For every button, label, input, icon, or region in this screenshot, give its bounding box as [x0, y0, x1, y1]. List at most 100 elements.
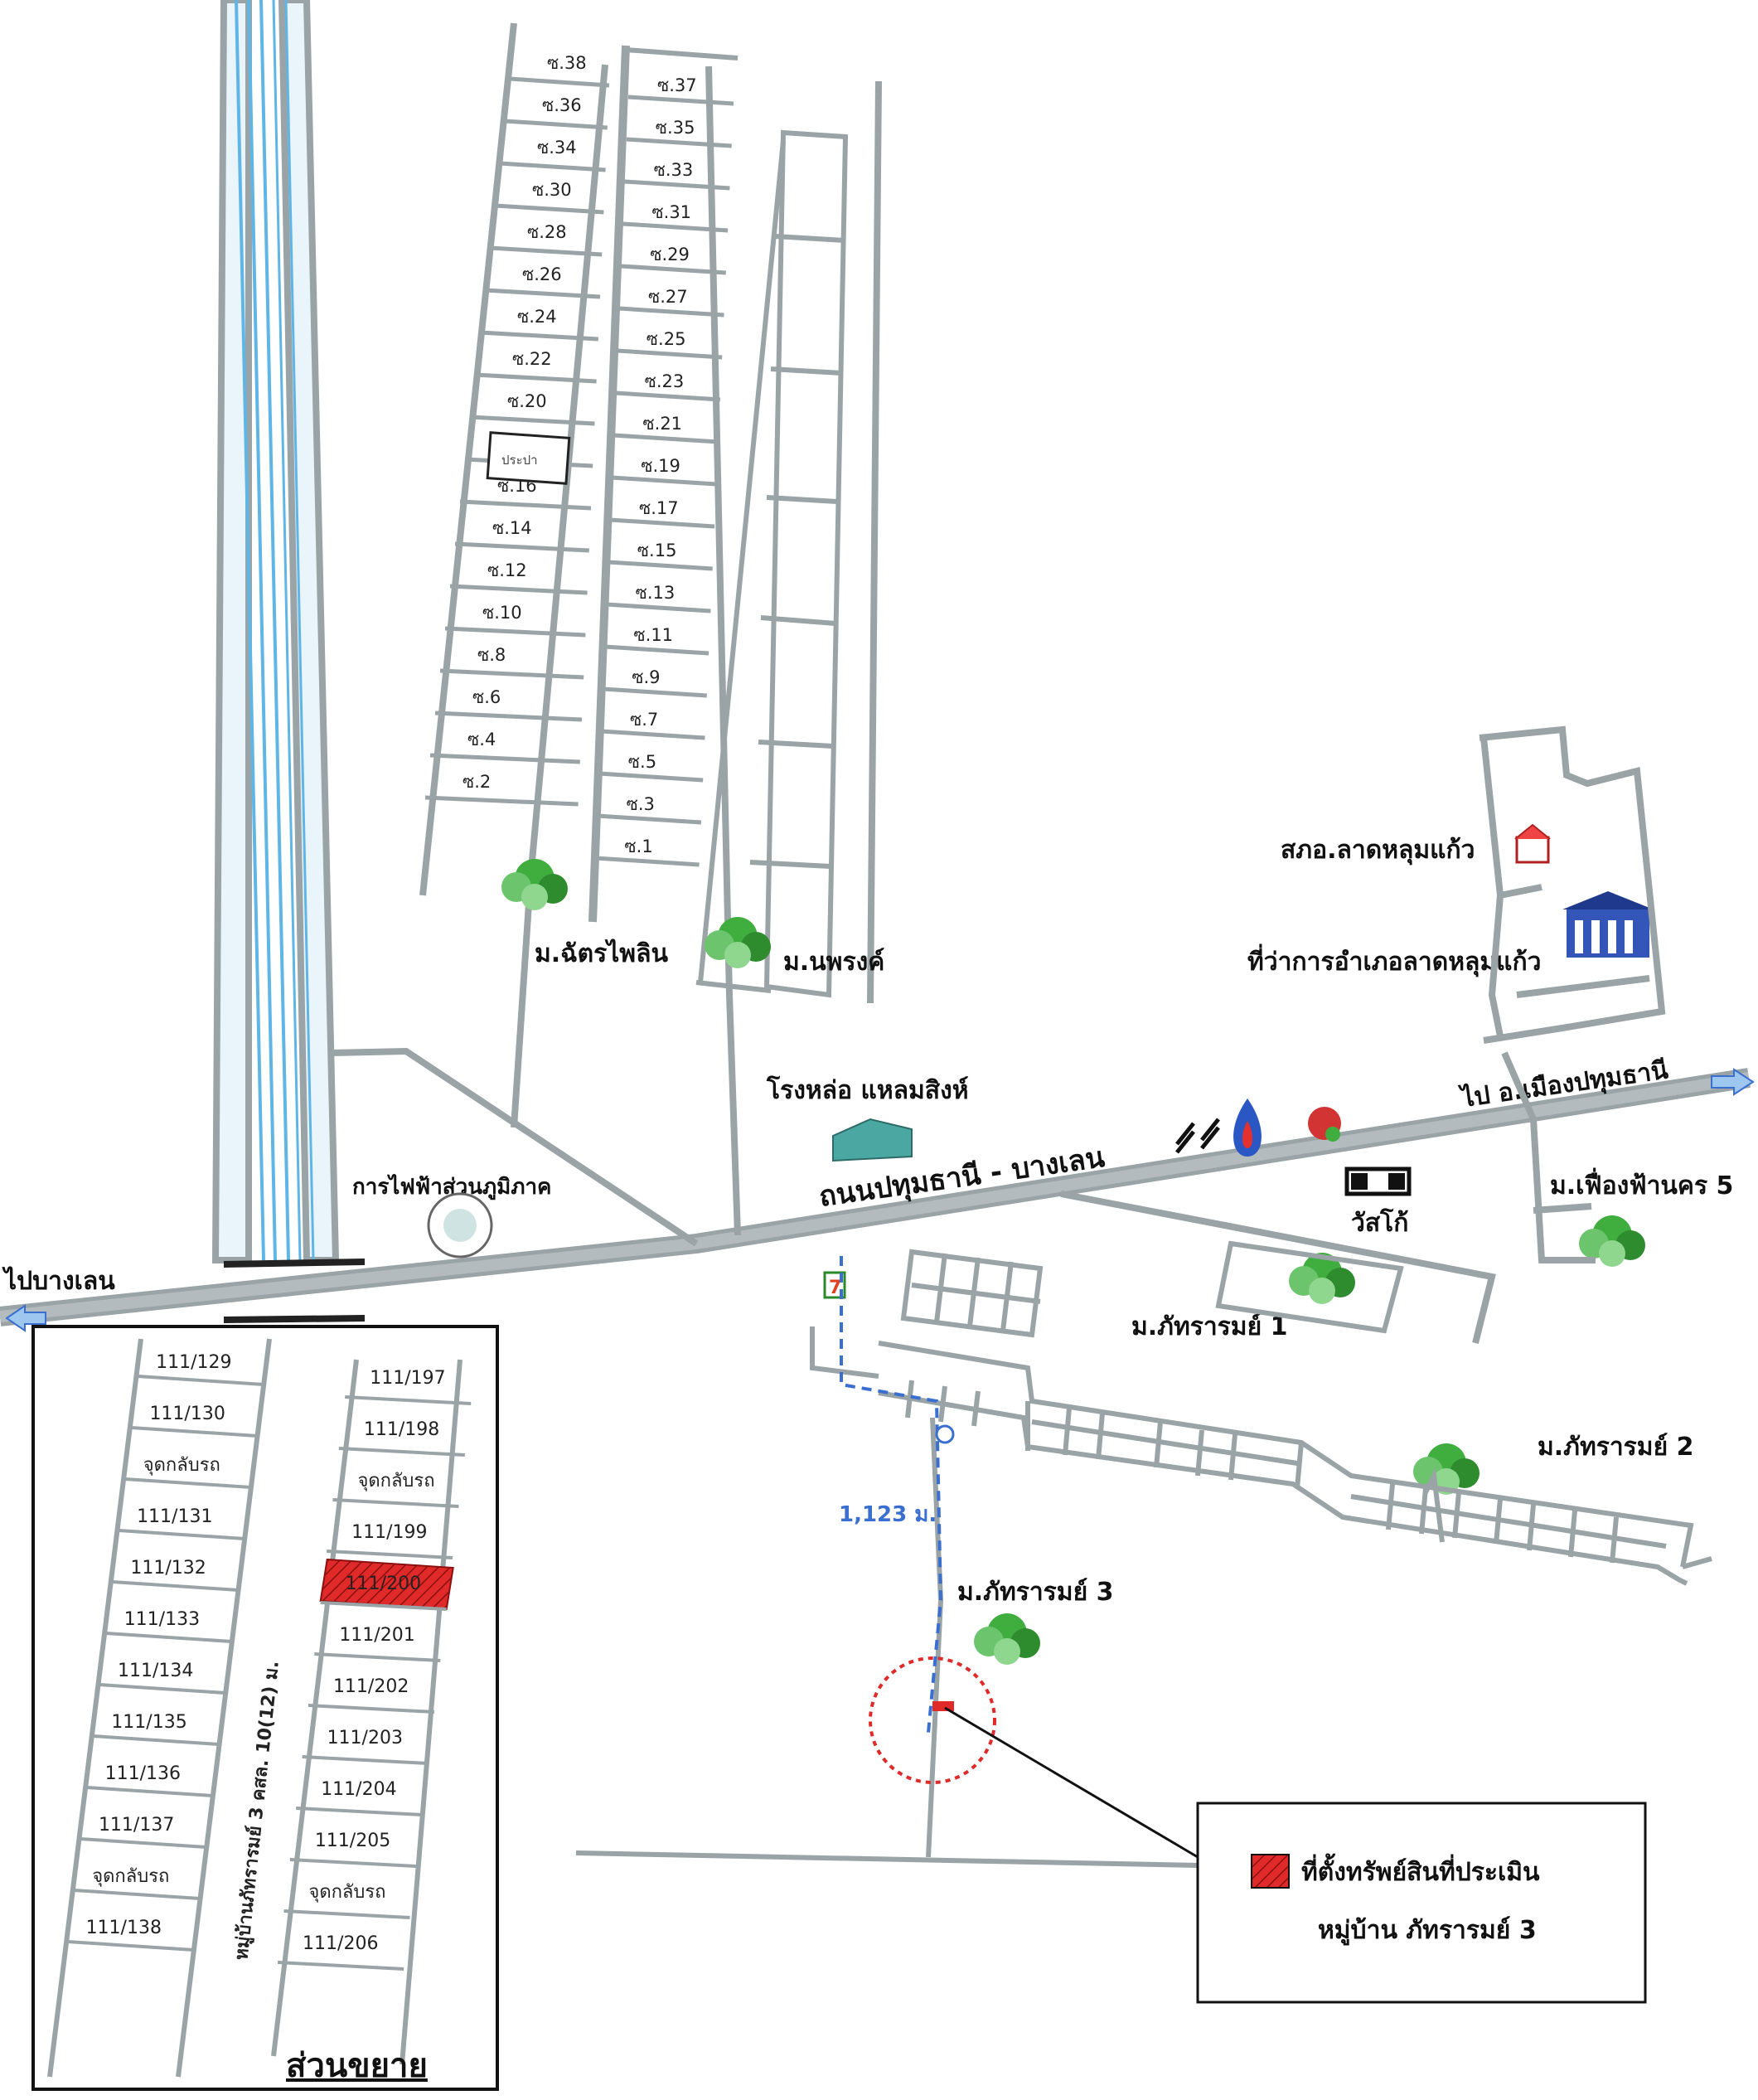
- government-building-icon: [1562, 891, 1654, 958]
- plot-label: 111/198: [364, 1419, 439, 1440]
- plot-divider: [338, 1447, 465, 1457]
- soi-label-right: ซ.25: [647, 329, 686, 349]
- plot-divider: [345, 1395, 472, 1405]
- river: [211, 0, 340, 1263]
- police-icon: [1514, 823, 1551, 864]
- plot-divider: [283, 1909, 410, 1919]
- soi-line: [439, 668, 584, 680]
- soi-label-left: ซ.34: [537, 138, 577, 158]
- soi-label-left: ซ.2: [463, 772, 491, 792]
- soi-label-left: ซ.24: [517, 307, 557, 327]
- plot-label: 111/133: [124, 1609, 200, 1630]
- plot-divider: [124, 1477, 251, 1489]
- soi-line: [621, 264, 726, 275]
- plot-label: 111/202: [333, 1676, 409, 1697]
- soi-label-right: ซ.1: [624, 837, 652, 856]
- soi-label-left: ซ.4: [467, 730, 496, 749]
- soi-line: [499, 161, 606, 172]
- soi-line: [622, 221, 729, 233]
- plot-label: 111/197: [370, 1368, 445, 1389]
- soi-line: [603, 686, 707, 698]
- seven-eleven-icon: 7: [823, 1271, 846, 1299]
- soi-label-left: ซ.30: [532, 180, 572, 200]
- legend-line-1: ที่ตั้งทรัพย์สินที่ประเมิน: [1301, 1853, 1540, 1887]
- plot-label: จุดกลับรถ: [143, 1455, 220, 1476]
- soi-label-left: ซ.8: [477, 645, 506, 665]
- soi-line: [484, 288, 601, 299]
- plot-label: 111/134: [118, 1661, 193, 1681]
- soi-label-right: ซ.17: [639, 498, 679, 518]
- soi-line: [608, 560, 713, 571]
- soi-line: [597, 813, 702, 825]
- soi-label-left: ซ.38: [547, 53, 587, 73]
- plot-divider: [112, 1580, 239, 1592]
- inset-left-rows: 111/129111/130จุดกลับรถ111/131111/132111…: [67, 1352, 264, 1952]
- plot-label: 111/205: [315, 1831, 390, 1851]
- legend: ที่ตั้งทรัพย์สินที่ประเมิน หมู่บ้าน ภัทร…: [1196, 1802, 1647, 2004]
- plot-divider: [277, 1961, 404, 1971]
- label-brewery: โรงหล่อ แหลมสิงห์: [766, 1074, 969, 1105]
- label-police: สภอ.ลาดหลุมแก้ว: [1281, 836, 1475, 866]
- plot-divider: [74, 1889, 201, 1900]
- soi-line: [469, 415, 595, 426]
- soi-line: [617, 348, 723, 360]
- soi-label-left: ซ.14: [492, 518, 532, 538]
- soi-label-left: ซ.10: [482, 603, 522, 623]
- bridge: [223, 1259, 366, 1323]
- target-radius-circle: [869, 1656, 996, 1784]
- soi-line: [624, 179, 730, 191]
- route-path: [840, 1256, 943, 1734]
- soi-line: [474, 372, 597, 384]
- soi-line: [454, 541, 589, 553]
- soi-line: [606, 602, 711, 614]
- plot-divider: [314, 1652, 441, 1662]
- soi-label-right: ซ.23: [645, 371, 685, 391]
- soi-label-right: ซ.3: [627, 794, 655, 814]
- soi-label-left: ซ.26: [522, 264, 562, 284]
- label-moo-chatphon: ม.ฉัตรไพลิน: [535, 938, 668, 968]
- soi-line: [434, 711, 583, 722]
- plot-label: จุดกลับรถ: [92, 1866, 169, 1887]
- soi-label-right: ซ.15: [637, 541, 677, 560]
- label-moo-pattharam2: ม.ภัทรารมย์ 2: [1538, 1433, 1693, 1462]
- soi-line: [600, 729, 705, 740]
- tree-icon: [974, 1613, 1040, 1665]
- soi-label-left: ซ.28: [527, 222, 567, 242]
- plot-divider: [326, 1550, 453, 1559]
- pattharam1-block: [900, 1240, 1404, 1338]
- soi-line: [489, 245, 603, 257]
- soi-line: [449, 584, 588, 595]
- label-to-bang-len: ไปบางเลน: [2, 1266, 115, 1296]
- plot-divider: [93, 1734, 220, 1746]
- plot-label: 111/129: [156, 1352, 231, 1373]
- plot-label: 111/203: [327, 1728, 403, 1748]
- soi-line: [626, 137, 732, 148]
- plot-label: 111/199: [351, 1522, 427, 1543]
- plot-label: 111/138: [86, 1918, 162, 1938]
- soi-line: [459, 499, 592, 511]
- soi-line: [613, 433, 719, 444]
- soi-label-right: ซ.5: [628, 752, 656, 772]
- soi-line: [609, 517, 715, 529]
- soi-line: [509, 76, 610, 88]
- label-distance: 1,123 ม.: [839, 1502, 937, 1527]
- soi-label-right: ซ.35: [656, 118, 695, 138]
- soi-label-right: ซ.37: [657, 75, 697, 95]
- plot-divider: [86, 1786, 213, 1797]
- inset-right-rows: 111/197 111/198 จุดกลับรถ 111/199 111/200 111…: [277, 1368, 472, 1971]
- target-marker: [932, 1701, 954, 1711]
- inset-title: ส่วนขยาย: [286, 2047, 428, 2085]
- soi-label-right: ซ.33: [654, 160, 694, 180]
- label-moo-fueang: ม.เฟื่องฟ้านคร 5: [1550, 1167, 1733, 1200]
- plot-label: 111/131: [137, 1506, 212, 1527]
- inset-map: 111/129111/130จุดกลับรถ111/131111/132111…: [31, 1325, 499, 2091]
- plot-label: 111/206: [303, 1933, 378, 1954]
- plot-divider: [332, 1498, 459, 1508]
- water-office-label: ประปา: [501, 453, 538, 468]
- plot-label: 111/200: [346, 1574, 421, 1594]
- district-roads: [1479, 725, 1666, 1263]
- route-point: [935, 1424, 955, 1444]
- tree-icon: [705, 917, 771, 968]
- plot-label: จุดกลับรถ: [357, 1471, 434, 1491]
